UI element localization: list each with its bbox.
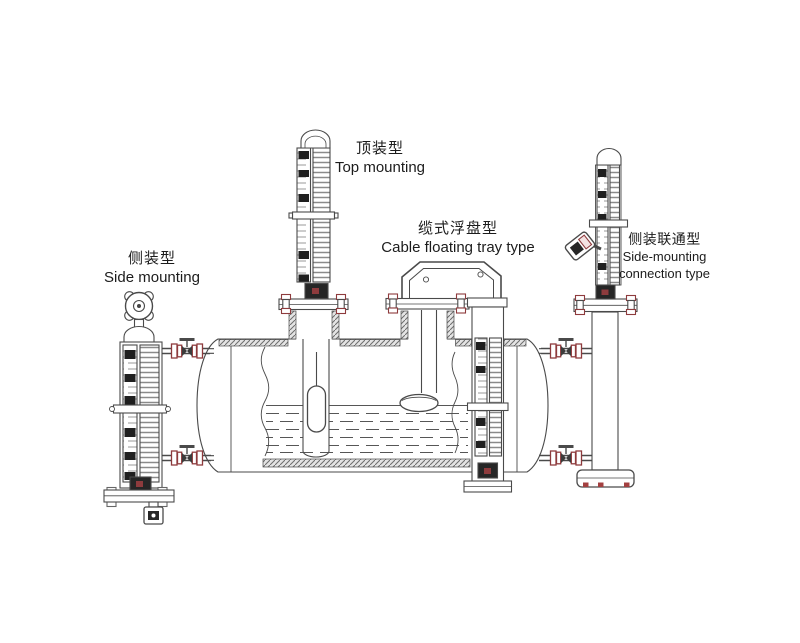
label-cable-floating-tray: 缆式浮盘型 Cable floating tray type <box>368 219 548 257</box>
flange-bolt-icon <box>625 294 637 316</box>
float-capsule <box>306 385 327 433</box>
gauge-mid-flange <box>291 211 336 220</box>
tank-vessel <box>196 335 549 473</box>
connection-gauge-column <box>588 147 629 286</box>
label-top-mounting-en: Top mounting <box>334 159 426 177</box>
label-top-mounting-zh: 顶装型 <box>355 140 404 157</box>
gauge-bottom-flange <box>103 486 175 508</box>
indicator-flag-strip <box>474 337 488 457</box>
drain-valve-icon <box>143 501 164 525</box>
side-mounting-connection-assembly <box>538 147 638 488</box>
label-cable-floating-tray-en: Cable floating tray type <box>381 239 535 257</box>
gauge-mid-flange <box>112 404 168 414</box>
label-side-mounting-connection-zh: 侧装联通型 <box>628 231 701 247</box>
cable-floating-tray-assembly <box>385 261 513 493</box>
tank-floor-hatch <box>262 458 471 468</box>
cutaway-break-left <box>260 346 270 457</box>
indicator-flags <box>598 169 607 270</box>
standpipe-bottom-flange <box>576 469 635 488</box>
gauge-dome-cap <box>300 129 331 149</box>
floating-tray <box>399 393 439 413</box>
connection-standpipe <box>591 311 619 471</box>
cable-indicator-column <box>463 297 513 493</box>
side-mounted-gauge <box>103 291 215 525</box>
label-side-mounting-en: Side mounting <box>104 269 200 287</box>
flange-bolt-icon <box>387 293 399 314</box>
label-cable-floating-tray-zh: 缆式浮盘型 <box>417 220 498 237</box>
indicator-flags <box>124 350 136 480</box>
gauge-mid-flange <box>466 402 509 412</box>
transmitter-head-icon <box>124 291 154 332</box>
flange-bolt-icon <box>280 293 292 315</box>
indicator-flags <box>298 151 309 282</box>
label-side-mounting: 侧装型 Side mounting <box>78 249 226 287</box>
level-switch-sensor-icon <box>564 231 596 261</box>
label-side-mounting-connection-en1: Side-mounting <box>622 248 707 264</box>
label-side-mounting-zh: 侧装型 <box>127 250 176 267</box>
label-top-mounting: 顶装型 Top mounting <box>305 139 455 177</box>
gauge-dome-cap <box>596 147 622 166</box>
arch-bracket <box>401 261 502 298</box>
flange-bolt-icon <box>455 293 467 314</box>
chamber-dome-cap <box>123 326 155 343</box>
label-side-mounting-connection-en2: connection type <box>618 265 711 281</box>
gauge-mid-flange <box>588 219 629 228</box>
cutaway-break-right <box>451 351 459 454</box>
top-mounted-gauge <box>278 129 349 458</box>
indicator-flags <box>476 342 486 448</box>
flange-bolt-icon <box>335 293 347 315</box>
gauge-tube <box>488 337 503 457</box>
label-side-mounting-connection: 侧装联通型 Side-mounting connection type <box>607 231 722 282</box>
flange-bolt-icon <box>574 294 586 316</box>
